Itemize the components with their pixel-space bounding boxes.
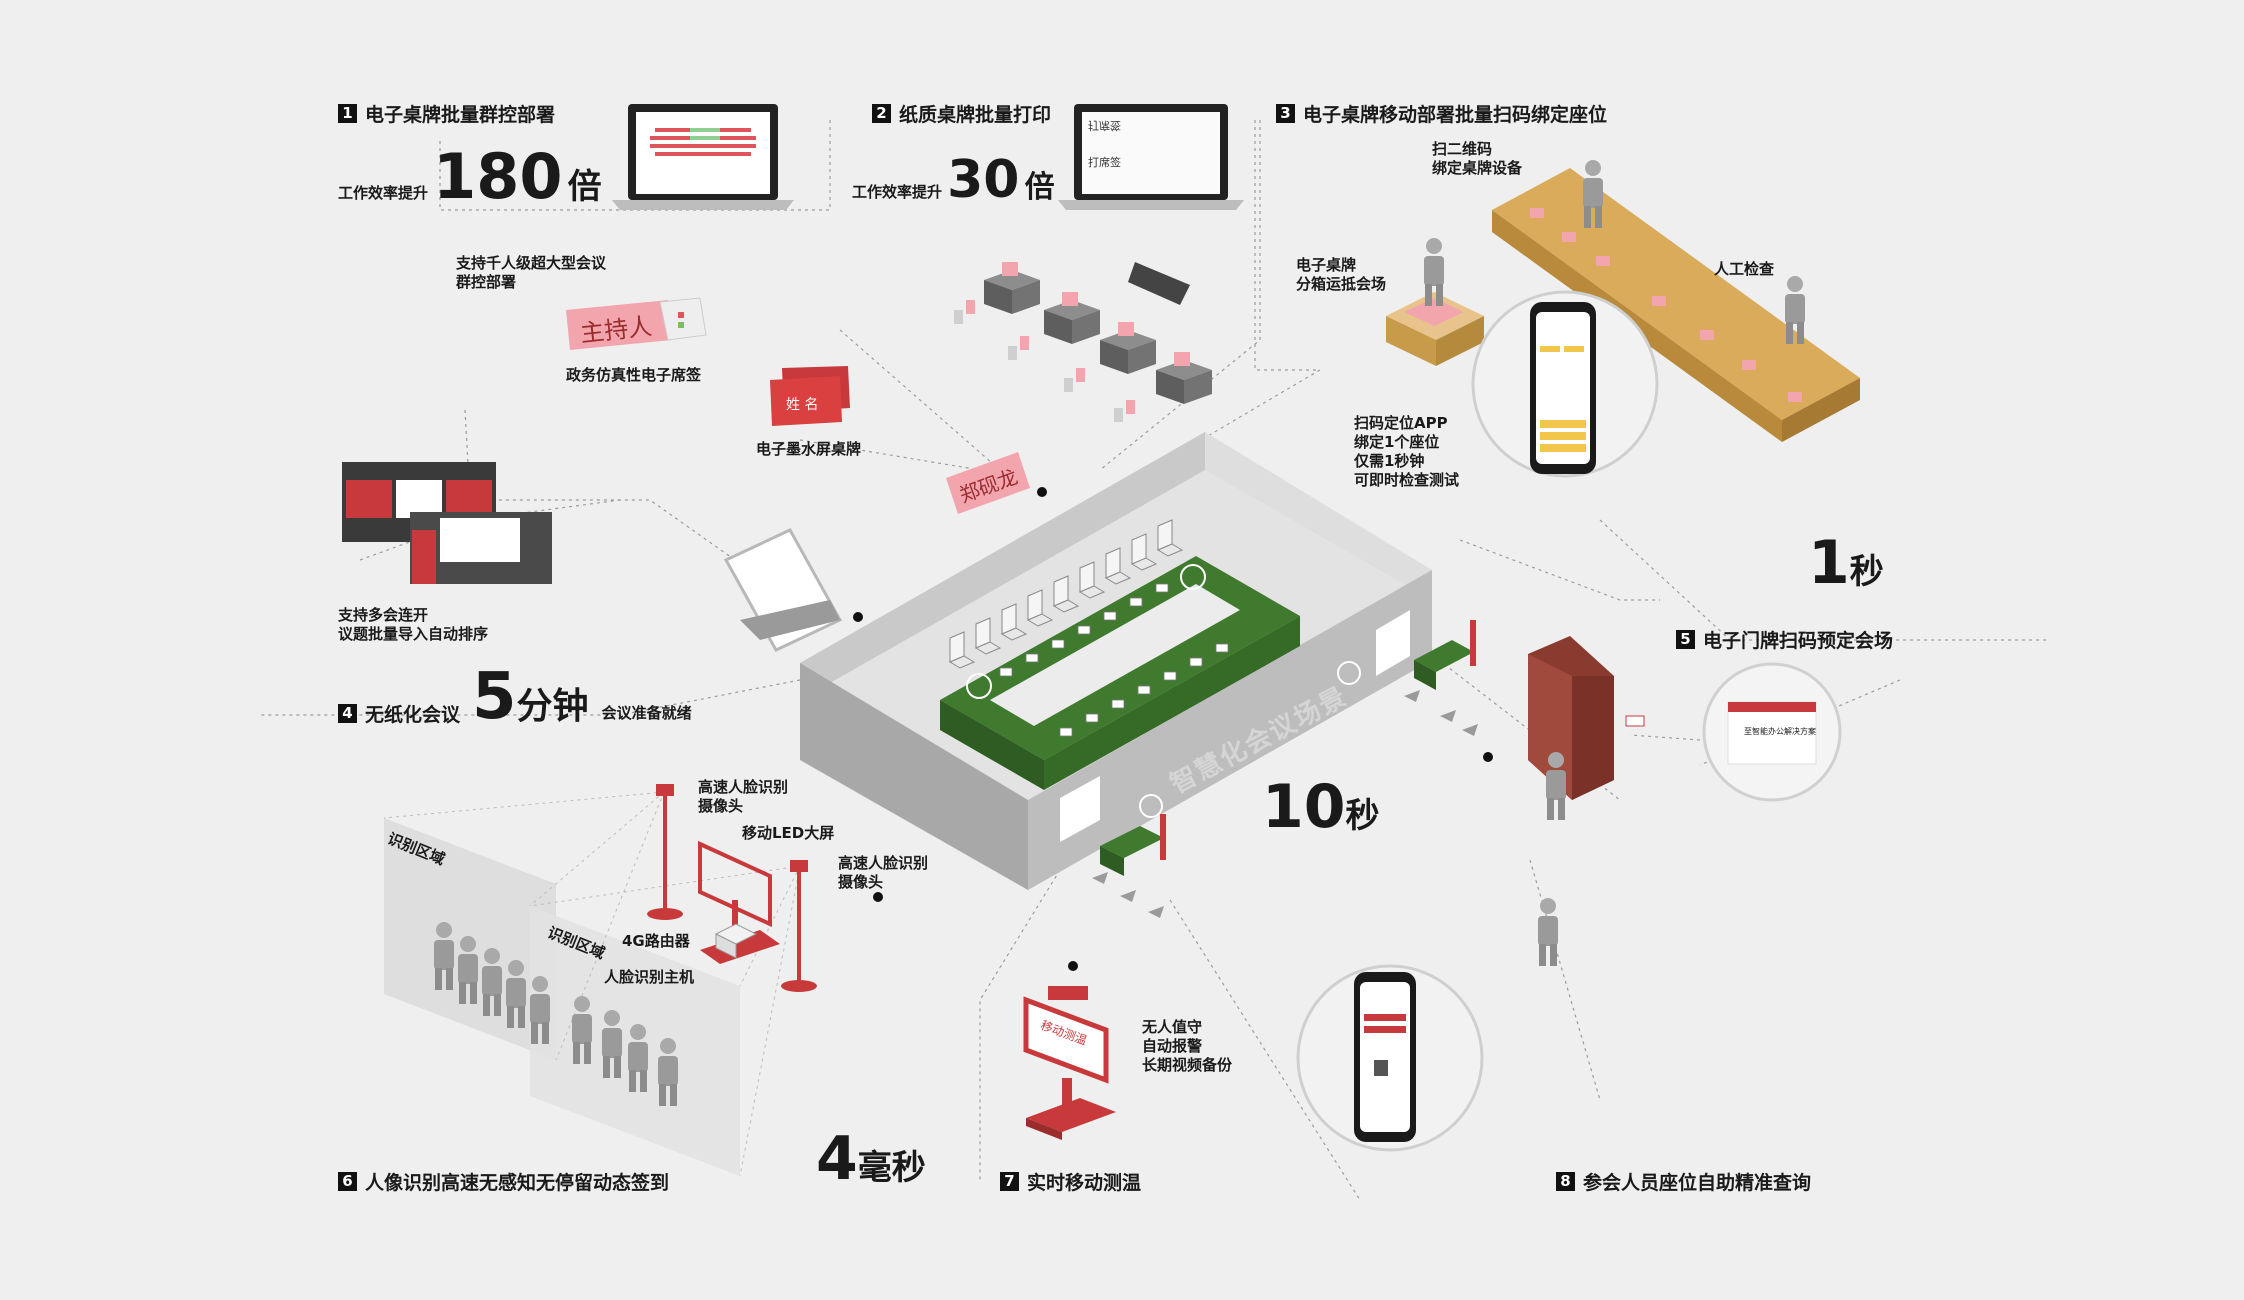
- time-suffix: 会议准备就绪: [601, 704, 692, 722]
- section-2-heading: 2 纸质桌牌批量打印: [872, 100, 1051, 127]
- scan-qr-label: 扫二维码 绑定桌牌设备: [1432, 140, 1523, 177]
- section-1-heading: 1 电子桌牌批量群控部署: [338, 100, 555, 127]
- section-8-heading: 8 参会人员座位自助精准查询: [1556, 1168, 1811, 1195]
- section-2-number: 2: [872, 104, 891, 123]
- section-5-number: 5: [1676, 630, 1695, 649]
- efficiency-value: 180: [433, 140, 563, 213]
- phone-magnifier-scan: [1471, 290, 1659, 478]
- section-7-title: 实时移动测温: [1027, 1172, 1142, 1194]
- stat-value: 4: [816, 1124, 858, 1194]
- face-host-label: 人脸识别主机: [604, 968, 695, 986]
- section-1-title: 电子桌牌批量群控部署: [365, 104, 556, 126]
- person-lookup: [1538, 898, 1558, 966]
- section-5-title: 电子门牌扫码预定会场: [1703, 630, 1894, 652]
- section-6-number: 6: [338, 1172, 357, 1191]
- camera-1-label: 高速人脸识别 摄像头: [698, 778, 789, 815]
- person-door: [1546, 752, 1566, 820]
- meeting-room: [800, 432, 1478, 918]
- router-box: [714, 923, 758, 959]
- stat-unit: 秒: [1345, 796, 1380, 836]
- paper-print-text-2: 打席签: [1088, 156, 1121, 169]
- led-screen: [698, 840, 780, 964]
- efficiency-label: 工作效率提升: [338, 184, 429, 202]
- efficiency-unit: 倍: [567, 167, 602, 207]
- support-large-label: 支持千人级超大型会议 群控部署: [456, 254, 607, 291]
- section-8-title: 参会人员座位自助精准查询: [1583, 1172, 1812, 1194]
- temperature-kiosk: [1023, 986, 1116, 1140]
- efficiency-value: 30: [947, 150, 1020, 210]
- eink-sign-label: 电子墨水屏桌牌: [756, 440, 862, 458]
- section-4-time: 5分钟 会议准备就绪: [472, 660, 692, 734]
- shipping-box: [1386, 292, 1484, 366]
- section-7-number: 7: [1000, 1172, 1019, 1191]
- camera-stand-1: [647, 784, 683, 920]
- eink-name-text: 姓 名: [786, 397, 819, 413]
- printers-group: [954, 262, 1212, 422]
- laptop-print-preview: [1058, 104, 1244, 210]
- manual-check-label: 人工检查: [1714, 260, 1775, 278]
- tablet-device: [723, 528, 843, 652]
- section-5-heading: 5 电子门牌扫码预定会场: [1676, 626, 1893, 653]
- efficiency-label: 工作效率提升: [852, 183, 943, 201]
- section-1-number: 1: [338, 104, 357, 123]
- section-2-efficiency: 工作效率提升 30 倍: [852, 150, 1055, 210]
- door-plate-scene: [1528, 636, 1842, 802]
- unattended-label: 无人值守 自动报警 长期视频备份: [1142, 1018, 1233, 1074]
- section-8-number: 8: [1556, 1172, 1575, 1191]
- stat-unit: 秒: [1849, 552, 1884, 592]
- camera-stand-2: [781, 860, 817, 992]
- laptop-seat-map: [612, 104, 794, 210]
- section-3-number: 3: [1276, 104, 1295, 123]
- section-4-title: 无纸化会议: [365, 704, 461, 726]
- camera-2-label: 高速人脸识别 摄像头: [838, 854, 929, 891]
- sign-ship-label: 电子桌牌 分箱运抵会场: [1296, 256, 1387, 293]
- section-6-title: 人像识别高速无感知无停留动态签到: [365, 1172, 670, 1194]
- section-7-heading: 7 实时移动测温: [1000, 1168, 1141, 1195]
- stat-value: 1: [1808, 528, 1850, 598]
- section-4-number: 4: [338, 704, 357, 723]
- one-second-stat: 1秒: [1808, 528, 1884, 598]
- mobile-led-label: 移动LED大屏: [742, 824, 835, 842]
- door-app-title: 至智能办公解决方案: [1744, 727, 1816, 736]
- section-1-efficiency: 工作效率提升 180 倍: [338, 140, 602, 213]
- eink-sign-illustration: [770, 366, 850, 426]
- phone-magnifier-lookup: [1296, 964, 1484, 1152]
- section-3-title: 电子桌牌移动部署批量扫码绑定座位: [1303, 104, 1608, 126]
- four-ms-stat: 4毫秒: [816, 1124, 926, 1194]
- section-6-heading: 6 人像识别高速无感知无停留动态签到: [338, 1168, 669, 1195]
- name-card-illustration: [946, 452, 1030, 514]
- router-label: 4G路由器: [622, 932, 690, 950]
- host-sign-text: 主持人: [578, 312, 654, 348]
- efficiency-unit: 倍: [1024, 170, 1055, 205]
- time-unit: 分钟: [516, 686, 589, 727]
- gov-sign-label: 政务仿真性电子席签: [566, 366, 702, 384]
- stat-value: 10: [1262, 772, 1346, 842]
- paper-print-text-1: 打席签: [1088, 119, 1121, 132]
- stat-unit: 毫秒: [857, 1148, 926, 1188]
- time-value: 5: [472, 660, 517, 734]
- section-4-heading: 4 无纸化会议: [338, 700, 460, 727]
- scan-app-label: 扫码定位APP 绑定1个座位 仅需1秒钟 可即时检查测试: [1354, 414, 1460, 489]
- callout-dots: [853, 487, 1493, 971]
- section-3-heading: 3 电子桌牌移动部署批量扫码绑定座位: [1276, 100, 1607, 127]
- section-2-title: 纸质桌牌批量打印: [899, 104, 1052, 126]
- ten-second-stat: 10秒: [1262, 772, 1380, 842]
- host-sign-illustration: [566, 297, 707, 350]
- multi-meeting-label: 支持多会连开 议题批量导入自动排序: [338, 606, 489, 643]
- multi-meeting-screens: [342, 462, 552, 584]
